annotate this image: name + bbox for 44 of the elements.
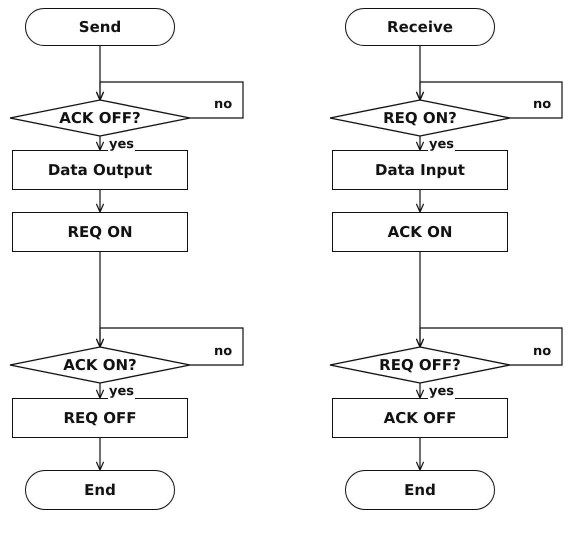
arrow <box>416 190 424 213</box>
edge-label: yes <box>428 138 456 152</box>
terminal-label: Send <box>78 18 122 36</box>
process-box <box>12 398 188 438</box>
arrow <box>96 438 104 471</box>
arrow <box>96 327 244 366</box>
decision-diamond <box>330 347 510 383</box>
decision-label: REQ ON? <box>383 109 457 127</box>
arrow <box>96 136 104 151</box>
decision-diamond <box>10 347 190 383</box>
arrow <box>416 383 424 399</box>
decision-label: REQ OFF? <box>379 356 461 374</box>
arrow <box>96 383 104 399</box>
arrow <box>416 81 563 119</box>
process-label: ACK ON <box>388 223 452 241</box>
terminal-shape <box>25 8 175 46</box>
process-box <box>12 212 188 252</box>
process-label: ACK OFF <box>384 409 456 427</box>
arrow <box>416 136 424 151</box>
terminal-shape <box>345 470 495 510</box>
arrow <box>96 81 244 119</box>
terminal-label: End <box>84 481 116 499</box>
process-label: Data Output <box>48 161 152 179</box>
terminal-label: Receive <box>387 18 453 36</box>
terminal-shape <box>25 470 175 510</box>
process-box <box>332 212 508 252</box>
process-label: REQ ON <box>67 223 133 241</box>
process-box <box>332 398 508 438</box>
edge-label: yes <box>108 385 136 399</box>
decision-diamond <box>10 100 190 136</box>
terminal-shape <box>345 8 495 46</box>
terminal-label: End <box>404 481 436 499</box>
edge-label: yes <box>108 138 136 152</box>
process-label: REQ OFF <box>63 409 136 427</box>
decision-label: ACK OFF? <box>59 109 141 127</box>
process-box <box>332 150 508 190</box>
arrow <box>416 438 424 471</box>
process-box <box>12 150 188 190</box>
process-label: Data Input <box>375 161 465 179</box>
decision-label: ACK ON? <box>63 356 137 374</box>
arrow <box>416 327 563 366</box>
decision-diamond <box>330 100 510 136</box>
edge-label: yes <box>428 385 456 399</box>
arrow <box>96 190 104 213</box>
